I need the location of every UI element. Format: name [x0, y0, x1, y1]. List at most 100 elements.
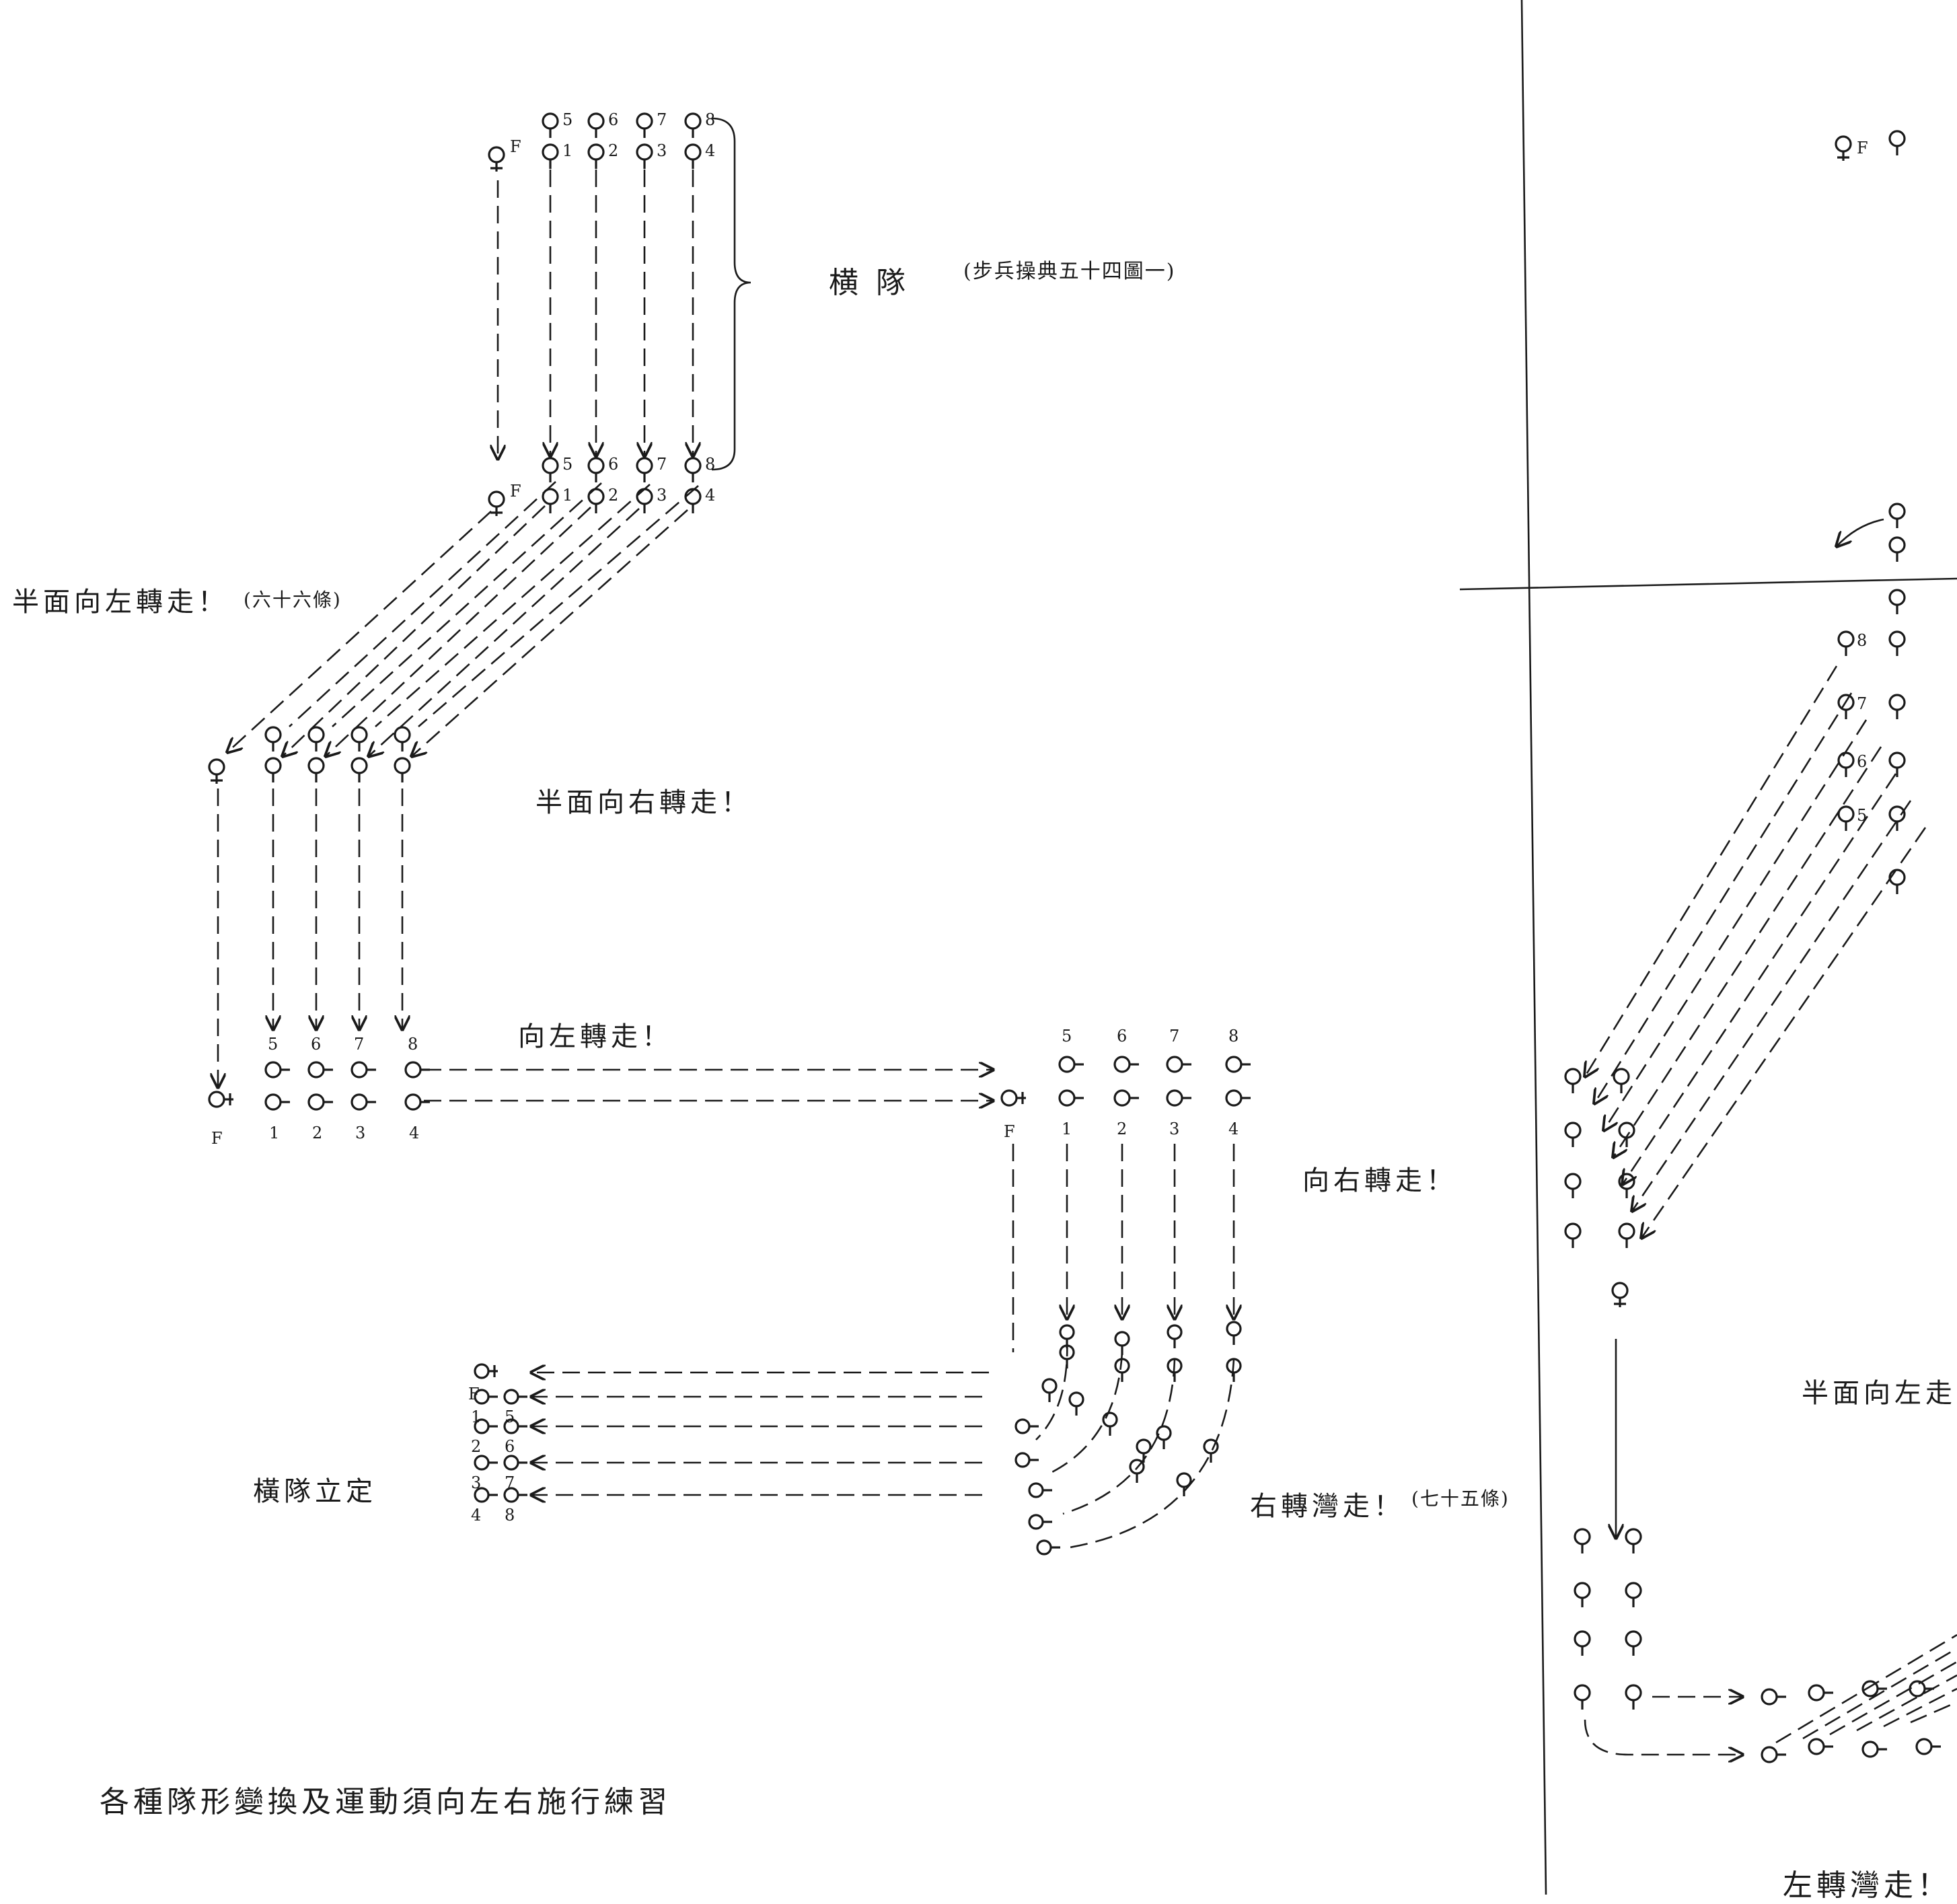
- soldier-marker: [474, 1389, 498, 1405]
- soldier-marker: [307, 1061, 333, 1078]
- soldier-marker: [1888, 869, 1906, 894]
- soldier-marker: [264, 1093, 290, 1111]
- file-number: 8: [1857, 631, 1867, 650]
- march-path-arrow: [1910, 1701, 1957, 1724]
- file-number: 6: [505, 1437, 515, 1456]
- soldier-marker: [1226, 1358, 1242, 1382]
- soldier-marker: [1888, 630, 1906, 656]
- soldier-marker: [1861, 1680, 1887, 1697]
- wheel-path: [1049, 1352, 1123, 1475]
- rank-formation-label: 横 隊: [829, 266, 910, 300]
- soldier-marker: [1861, 1741, 1887, 1758]
- soldier-marker: [307, 726, 325, 752]
- soldier-marker: [1166, 1056, 1191, 1073]
- rank-halt-command: 橫隊立定: [253, 1476, 377, 1507]
- march-path-arrow: [412, 509, 688, 756]
- soldier-marker: [1574, 1528, 1591, 1553]
- file-number: 5: [562, 110, 573, 129]
- file-number: 6: [608, 110, 618, 129]
- file-number: 3: [355, 1124, 365, 1142]
- soldier-marker: [1014, 1452, 1039, 1468]
- soldier-marker: [1156, 1425, 1172, 1449]
- file-number: 8: [705, 455, 715, 474]
- soldier-marker: [503, 1487, 527, 1503]
- file-number: 1: [562, 141, 573, 160]
- file-number: 5: [268, 1035, 278, 1054]
- soldier-marker: [503, 1418, 527, 1434]
- march-path-arrow: [1585, 665, 1838, 1076]
- soldier-marker: [1167, 1324, 1183, 1348]
- right-half-left-command: 半面向左走: [1802, 1378, 1956, 1409]
- guide-soldier-marker: [488, 146, 505, 172]
- soldier-marker: [1888, 589, 1906, 614]
- bottom-note: 各種隊形變換及運動須向左右施行練習: [100, 1785, 671, 1819]
- soldier-marker: [1225, 1089, 1251, 1107]
- file-number: 4: [471, 1506, 481, 1525]
- file-number: 2: [1117, 1120, 1127, 1138]
- soldier-marker: [587, 112, 605, 138]
- soldier-marker: [636, 112, 653, 138]
- soldier-marker: [1625, 1684, 1642, 1710]
- soldier-marker: [1114, 1331, 1130, 1355]
- march-path-arrow: [289, 481, 556, 727]
- march-path-arrow: [369, 508, 640, 756]
- file-number: 5: [562, 455, 573, 474]
- soldier-marker: [1761, 1746, 1786, 1763]
- soldier-marker: [404, 1093, 430, 1111]
- file-number: 2: [608, 141, 618, 160]
- soldier-marker: [1808, 1684, 1833, 1701]
- rank-formation-reference: (步兵操典五十四圖一): [963, 260, 1176, 283]
- soldier-marker: [1618, 1173, 1635, 1198]
- soldier-marker: [1564, 1173, 1582, 1198]
- soldier-marker: [350, 1061, 376, 1078]
- file-number: 7: [1169, 1027, 1179, 1046]
- wheel-left-command: 左轉灣走！: [1783, 1868, 1951, 1903]
- guide-soldier-marker: [208, 1091, 233, 1108]
- guide-soldier-marker: [1000, 1089, 1026, 1107]
- march-path-arrow: [375, 484, 651, 727]
- march-path-arrow: [418, 485, 699, 727]
- soldier-marker: [264, 757, 282, 782]
- soldier-marker: [1129, 1459, 1145, 1483]
- soldier-marker: [404, 1061, 430, 1078]
- soldier-marker: [1837, 805, 1855, 831]
- soldier-marker: [1625, 1582, 1642, 1607]
- march-path-arrow: [1594, 692, 1853, 1103]
- file-number: 4: [705, 141, 715, 160]
- file-number: 7: [657, 110, 667, 129]
- file-number: 6: [1117, 1027, 1127, 1046]
- file-number: F: [211, 1129, 223, 1148]
- soldier-marker: [542, 488, 559, 513]
- soldier-marker: [1028, 1482, 1052, 1498]
- soldier-marker: [1574, 1630, 1591, 1656]
- soldier-marker: [1888, 130, 1906, 155]
- soldier-marker: [307, 1093, 333, 1111]
- soldier-marker: [1041, 1378, 1058, 1402]
- march-path-arrow: [1856, 1674, 1957, 1732]
- file-number: F: [510, 137, 521, 156]
- march-path-arrow: [1641, 827, 1927, 1238]
- soldier-marker: [1225, 1056, 1251, 1073]
- page-divider: [1520, 0, 1547, 1895]
- file-number: 2: [312, 1124, 322, 1142]
- file-number: 6: [608, 455, 618, 474]
- soldier-marker: [1167, 1358, 1183, 1382]
- soldier-marker: [1837, 630, 1855, 656]
- soldier-marker: [1058, 1056, 1084, 1073]
- soldier-marker: [1613, 1068, 1630, 1093]
- soldier-marker: [587, 457, 605, 482]
- soldier-marker: [684, 457, 702, 482]
- march-path-arrow: [1584, 1719, 1742, 1755]
- file-number: 3: [471, 1473, 481, 1492]
- soldier-marker: [1059, 1324, 1075, 1348]
- soldier-marker: [684, 488, 702, 513]
- soldier-marker: [474, 1418, 498, 1434]
- soldier-marker: [1808, 1738, 1833, 1755]
- soldier-marker: [587, 488, 605, 513]
- file-number: F: [1004, 1122, 1015, 1141]
- soldier-marker: [1114, 1358, 1130, 1382]
- file-number: 4: [409, 1124, 419, 1142]
- guide-soldier-marker: [488, 490, 505, 516]
- soldier-marker: [264, 726, 282, 752]
- soldier-marker: [684, 112, 702, 138]
